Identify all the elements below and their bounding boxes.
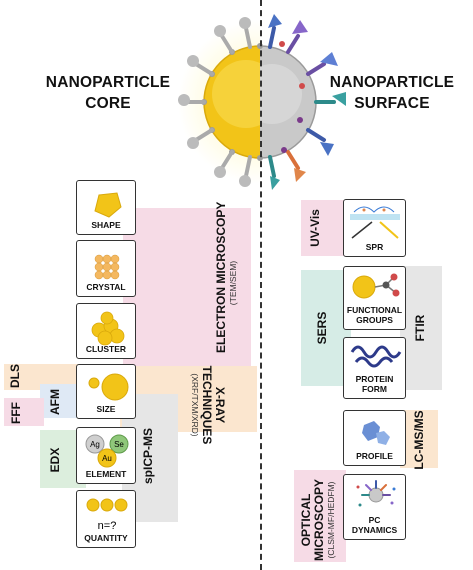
xray-main-1: X-RAY [213, 386, 227, 424]
uvvis-label: UV-Vis [308, 203, 325, 253]
element-card: Ag Se Au ELEMENT [76, 427, 136, 484]
pc-dynamics-icon [356, 480, 396, 507]
center-divider [260, 0, 262, 570]
nanoparticle-illustration [178, 14, 346, 190]
sers-label: SERS [315, 308, 332, 348]
pc-dynamics-card: PC DYNAMICS [343, 474, 406, 540]
pc-line2: DYNAMICS [351, 525, 398, 535]
spr-icon [350, 206, 400, 239]
crystal-label: CRYSTAL [86, 282, 126, 292]
surface-title-line1: NANOPARTICLE [329, 74, 455, 91]
em-band [123, 208, 251, 370]
lcms-text: LC-MS/MS [412, 410, 426, 470]
sers-text: SERS [315, 311, 329, 345]
shape-card: SHAPE [76, 180, 136, 235]
xray-label: X-RAY TECHNIQUES (XRF/TXM/XRD) [180, 353, 227, 457]
uvvis-text: UV-Vis [308, 209, 322, 247]
protein-icon [350, 345, 402, 368]
lcms-label: LC-MS/MS [412, 409, 429, 471]
dls-label: DLS [8, 363, 25, 389]
spr-card: SPR [343, 199, 406, 257]
surface-title-line2: SURFACE [354, 95, 430, 112]
protein-line2: FORM [361, 384, 388, 394]
core-title: NANOPARTICLE CORE [28, 72, 188, 114]
quantity-card: n=? QUANTITY [76, 490, 136, 548]
afm-label: AFM [48, 387, 65, 417]
cluster-icon [91, 311, 125, 346]
pc-line1: PC [368, 515, 381, 525]
profile-card: PROFILE [343, 410, 406, 466]
ftir-label: FTIR [413, 308, 430, 348]
optical-sub: (CLSM-MF/HEDFM) [326, 481, 336, 559]
functional-groups-icon [352, 273, 400, 299]
fff-label: FFF [9, 399, 26, 427]
spr-label: SPR [365, 242, 384, 252]
cluster-label: CLUSTER [85, 344, 127, 354]
core-title-line1: NANOPARTICLE [45, 74, 171, 91]
functional-line1: FUNCTIONAL [346, 305, 403, 315]
dls-text: DLS [8, 364, 22, 388]
size-icon [88, 373, 129, 401]
se-symbol: Se [114, 440, 124, 449]
profile-label: PROFILE [356, 451, 393, 461]
core-title-line2: CORE [85, 95, 131, 112]
fff-text: FFF [9, 402, 23, 424]
optical-band [294, 470, 346, 562]
au-symbol: Au [102, 454, 112, 463]
protein-line1: PROTEIN [355, 374, 394, 384]
quantity-question: n=? [98, 520, 117, 532]
profile-icon [362, 421, 390, 445]
spicpms-label: spICP-MS [141, 426, 158, 486]
element-icon: Ag Se Au [85, 434, 129, 468]
spicpms-text: spICP-MS [141, 428, 155, 485]
em-sub: (TEM/SEM) [228, 260, 238, 306]
lcms-band [400, 410, 438, 468]
ftir-band [400, 266, 442, 390]
edx-text: EDX [48, 447, 62, 473]
surface-title: NANOPARTICLE SURFACE [322, 72, 462, 114]
pc-dynamics-label: PC DYNAMICS [344, 515, 405, 535]
electron-microscopy-label: ELECTRON MICROSCOPY (TEM/SEM) [214, 201, 245, 353]
xray-sub: (XRF/TXM/XRD) [190, 373, 200, 437]
shape-label: SHAPE [91, 220, 121, 230]
element-label: ELEMENT [85, 469, 127, 479]
edx-label: EDX [48, 445, 65, 475]
xray-main-2: TECHNIQUES [200, 365, 214, 445]
quantity-label: QUANTITY [84, 533, 128, 543]
functional-groups-label: FUNCTIONAL GROUPS [344, 305, 405, 325]
shape-icon [94, 192, 122, 218]
crystal-icon [94, 254, 120, 280]
em-main: ELECTRON MICROSCOPY [214, 201, 228, 353]
protein-form-label: PROTEIN FORM [344, 374, 405, 394]
optical-microscopy-label: OPTICAL MICROSCOPY (CLSM-MF/HEDFM) [299, 470, 340, 570]
sers-band [301, 270, 351, 386]
fff-band [4, 398, 44, 426]
functional-line2: GROUPS [356, 315, 393, 325]
ag-symbol: Ag [90, 440, 100, 449]
size-label: SIZE [96, 404, 116, 414]
cluster-card: CLUSTER [76, 303, 136, 359]
size-card: SIZE [76, 364, 136, 419]
optical-main-2: MICROSCOPY [312, 479, 326, 562]
quantity-icon: n=? [86, 498, 128, 532]
uvvis-band [301, 200, 351, 256]
functional-groups-card: FUNCTIONAL GROUPS [343, 266, 406, 330]
protein-form-card: PROTEIN FORM [343, 337, 406, 399]
ftir-text: FTIR [413, 314, 427, 342]
afm-text: AFM [48, 389, 62, 415]
crystal-card: CRYSTAL [76, 240, 136, 297]
